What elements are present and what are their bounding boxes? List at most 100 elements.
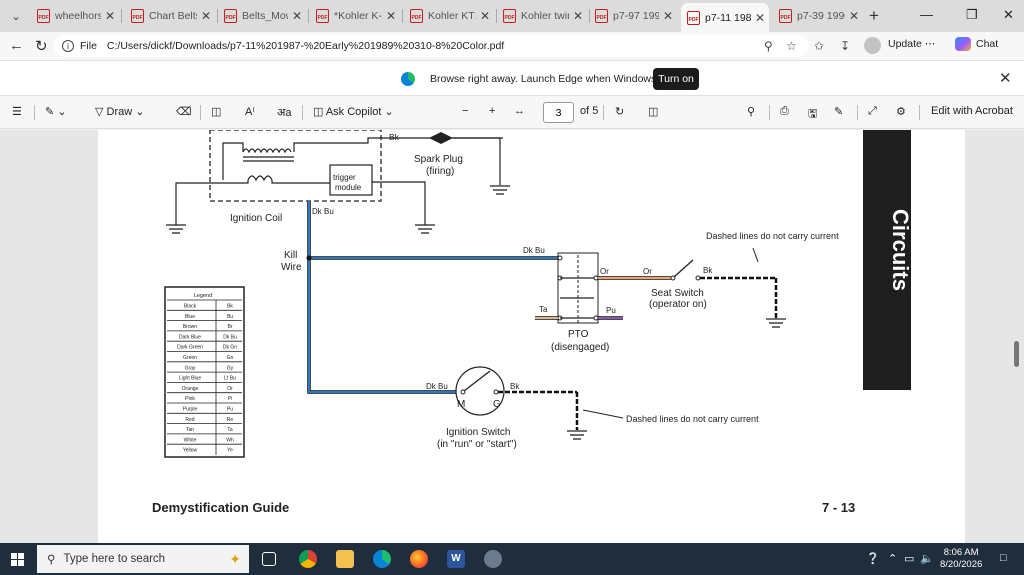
edge-taskbar-icon[interactable] bbox=[373, 550, 391, 568]
save-icon[interactable]: 🖫 bbox=[808, 108, 818, 120]
coil-wire bbox=[222, 142, 244, 180]
restore-icon[interactable]: ❐ bbox=[966, 7, 978, 22]
kill-wire bbox=[307, 201, 560, 394]
legend-abbreviation: Br bbox=[228, 324, 233, 330]
coil-winding-top bbox=[242, 148, 292, 154]
draw-button[interactable]: ▽ Draw ⌄ bbox=[95, 106, 145, 118]
edit-with-acrobat-button[interactable]: Edit with Acrobat bbox=[931, 105, 1013, 117]
close-tab-icon[interactable]: ✕ bbox=[200, 9, 211, 23]
label-bk-top: Bk bbox=[389, 132, 400, 142]
favorites-icon[interactable]: ✩ bbox=[814, 39, 825, 53]
close-tab-icon[interactable]: ✕ bbox=[104, 9, 115, 23]
erase-icon[interactable]: ⌫ bbox=[176, 106, 192, 118]
zoom-out-icon[interactable]: − bbox=[462, 105, 469, 117]
show-hidden-icons-icon[interactable]: ⌃ bbox=[888, 553, 898, 565]
windows-start-icon[interactable] bbox=[11, 553, 24, 566]
legend-abbreviation: Pu bbox=[227, 407, 233, 413]
page-number-input[interactable] bbox=[543, 102, 574, 123]
legend-color-name: Dark Blue bbox=[179, 334, 201, 340]
pdf-file-icon: PDF bbox=[779, 9, 792, 23]
label-dk-bu-ign: Dk Bu bbox=[426, 382, 448, 391]
file-explorer-icon[interactable] bbox=[336, 550, 354, 568]
ground-symbol bbox=[567, 430, 587, 440]
contents-icon[interactable]: ☰ bbox=[12, 106, 22, 118]
translate-icon[interactable]: अa bbox=[277, 107, 292, 119]
minimize-icon[interactable]: — bbox=[920, 7, 933, 22]
zoom-in-icon[interactable]: + bbox=[489, 105, 496, 117]
rotate-icon[interactable]: ↻ bbox=[615, 106, 625, 118]
tab-actions-menu-icon[interactable]: ⌄ bbox=[11, 10, 21, 23]
downloads-icon[interactable]: ↧ bbox=[840, 39, 851, 53]
text-icon[interactable]: ◫ bbox=[211, 106, 222, 118]
close-window-icon[interactable]: ✕ bbox=[1003, 7, 1014, 22]
info-icon[interactable]: i bbox=[62, 40, 74, 52]
kill-wire-junction bbox=[306, 255, 312, 261]
fit-page-icon[interactable]: ↔ bbox=[514, 105, 525, 117]
back-arrow-icon[interactable]: ← bbox=[9, 37, 24, 54]
browser-tab[interactable]: PDFwheelhorsea✕ bbox=[31, 4, 119, 28]
highlight-icon[interactable]: ✎ ⌄ bbox=[45, 106, 67, 118]
coil-winding-bottom bbox=[247, 175, 273, 182]
system-clock[interactable]: 8:06 AM 8/20/2026 bbox=[940, 547, 982, 571]
fullscreen-icon[interactable]: ⤢ bbox=[868, 105, 877, 117]
refresh-icon[interactable]: ↻ bbox=[35, 38, 48, 55]
turn-on-button[interactable]: Turn on bbox=[653, 68, 699, 90]
ask-copilot-button[interactable]: ◫ Ask Copilot ⌄ bbox=[313, 106, 394, 118]
help-icon[interactable]: ❔ bbox=[866, 553, 880, 565]
tab-label: p7-97 1991 bbox=[613, 10, 659, 22]
save-as-icon[interactable]: ✎ bbox=[834, 106, 844, 118]
label-spark-plug: Spark Plug bbox=[414, 154, 463, 165]
label-wire: Wire bbox=[281, 262, 302, 273]
scheme-label: File bbox=[80, 40, 97, 52]
read-aloud-icon[interactable]: A⁽ bbox=[245, 106, 256, 118]
profile-avatar[interactable] bbox=[864, 37, 881, 54]
task-view-icon[interactable] bbox=[262, 552, 276, 566]
pdf-file-icon: PDF bbox=[687, 10, 700, 25]
legend-abbreviation: Ta bbox=[227, 427, 233, 433]
settings-gear-icon[interactable]: ⚙ bbox=[896, 106, 906, 118]
close-tab-icon[interactable]: ✕ bbox=[291, 9, 302, 23]
close-tab-icon[interactable]: ✕ bbox=[662, 9, 673, 23]
firefox-icon[interactable] bbox=[410, 550, 428, 568]
volume-icon[interactable]: 🔈 bbox=[920, 553, 934, 565]
network-icon[interactable]: ▭ bbox=[904, 553, 915, 565]
close-infobar-icon[interactable]: ✕ bbox=[999, 70, 1012, 87]
legend-color-name: White bbox=[184, 437, 197, 443]
app-icon[interactable] bbox=[484, 550, 502, 568]
close-tab-icon[interactable]: ✕ bbox=[848, 9, 859, 23]
notifications-icon[interactable]: □ bbox=[1000, 552, 1007, 564]
word-icon[interactable]: W bbox=[447, 550, 465, 568]
spark-plug-symbol bbox=[441, 132, 453, 144]
new-tab-icon[interactable]: + bbox=[869, 6, 879, 25]
page-view-icon[interactable]: ◫ bbox=[648, 106, 659, 118]
taskbar-search-input[interactable]: ⚲ Type here to search ✦ bbox=[37, 545, 249, 573]
zoom-icon[interactable]: ⚲ bbox=[764, 39, 773, 53]
vertical-scrollbar-thumb[interactable] bbox=[1014, 341, 1019, 367]
label-trigger: trigger bbox=[333, 173, 356, 182]
spark-plug-symbol bbox=[429, 132, 441, 144]
browser-tab[interactable]: PDF*Kohler K-S✕ bbox=[310, 4, 400, 28]
update-button[interactable]: Update ⋯ bbox=[888, 38, 936, 50]
close-tab-icon[interactable]: ✕ bbox=[572, 9, 583, 23]
chrome-icon[interactable] bbox=[299, 550, 317, 568]
ground-symbol bbox=[415, 224, 435, 234]
seat-switch-terminal bbox=[695, 275, 701, 281]
startup-boost-infobar: Browse right away. Launch Edge when Wind… bbox=[0, 60, 1024, 96]
close-tab-icon[interactable]: ✕ bbox=[754, 10, 765, 25]
favorite-star-icon[interactable]: ☆ bbox=[786, 39, 797, 53]
url-input[interactable]: i File C:/Users/dickf/Downloads/p7-11%20… bbox=[54, 35, 809, 57]
close-tab-icon[interactable]: ✕ bbox=[385, 9, 396, 23]
close-tab-icon[interactable]: ✕ bbox=[479, 9, 490, 23]
pdf-viewer[interactable]: Bk trigger module Dk Bu Dk Bu Or Or Bk T… bbox=[0, 130, 1024, 543]
chat-button[interactable]: Chat bbox=[955, 37, 998, 51]
print-icon[interactable]: ⎙ bbox=[780, 105, 789, 117]
search-pdf-icon[interactable]: ⚲ bbox=[747, 106, 756, 118]
